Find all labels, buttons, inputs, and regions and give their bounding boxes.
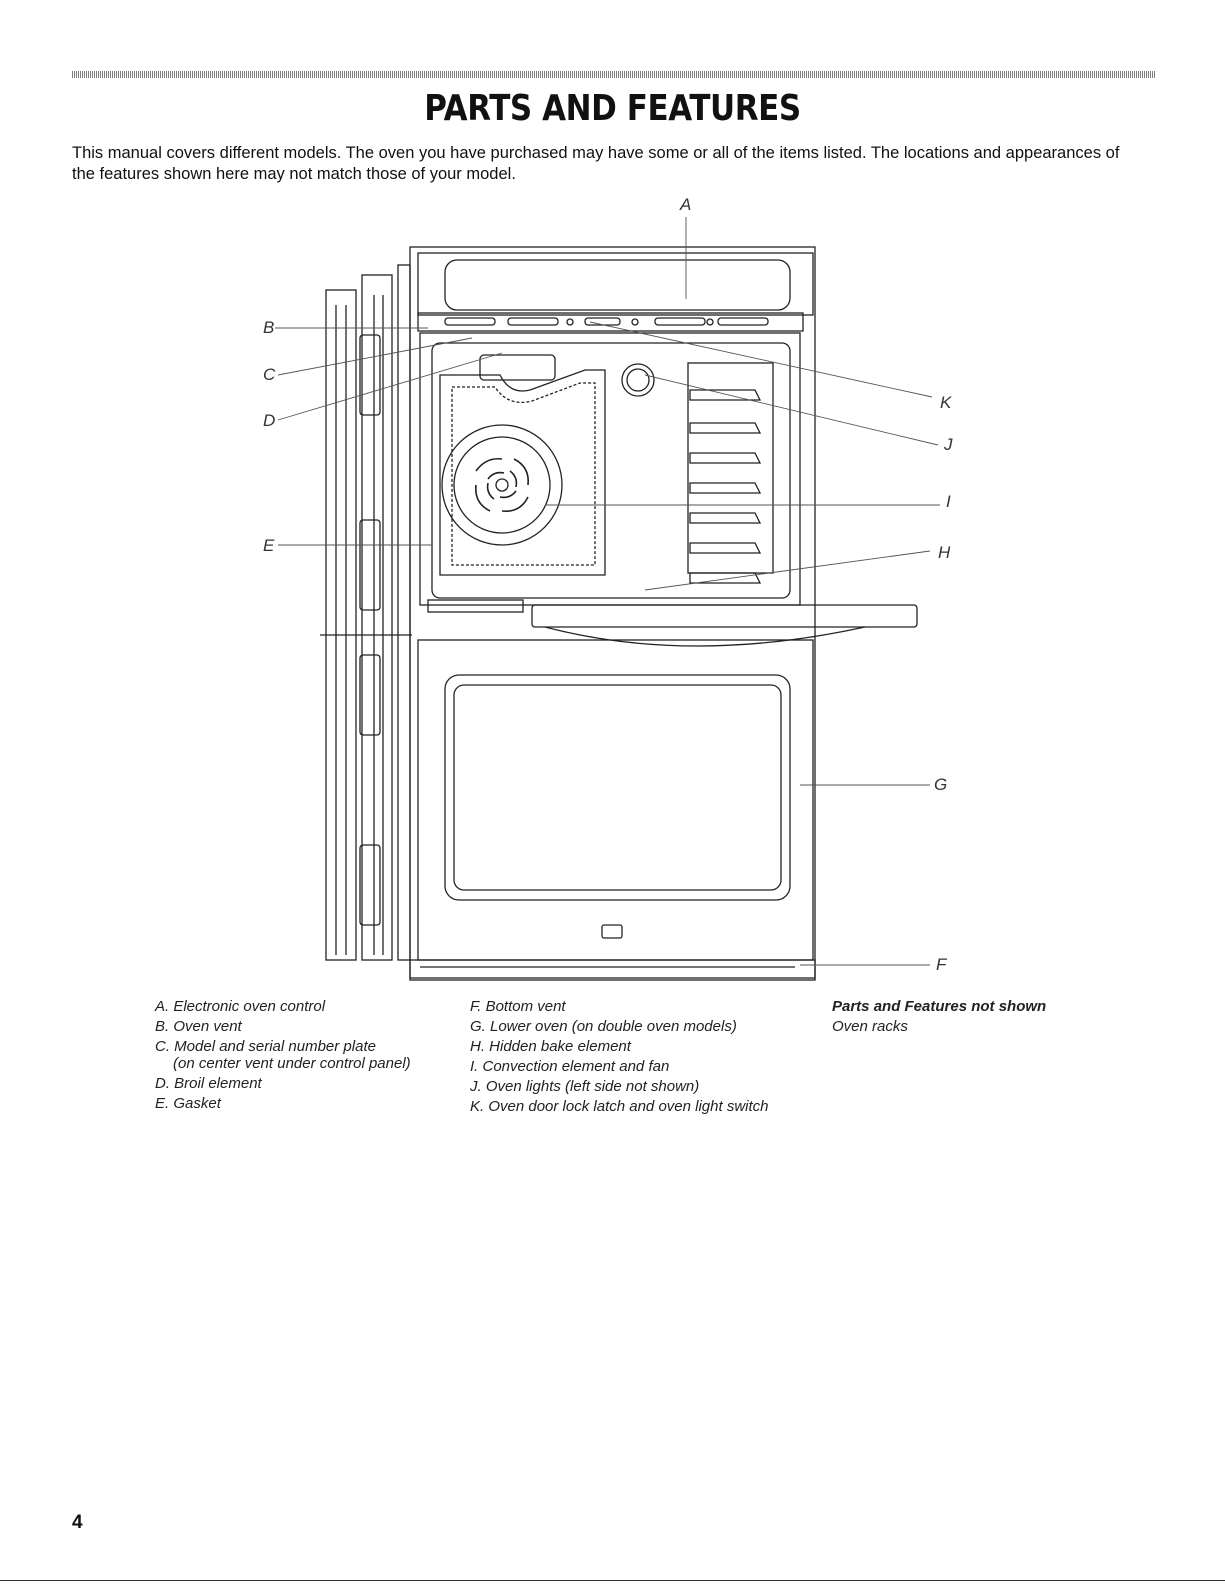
legend-item: A. Electronic oven control (155, 998, 326, 1015)
legend-item: J. Oven lights (left side not shown) (470, 1078, 700, 1095)
legend-col3: Parts and Features not shown Oven racks (832, 997, 1046, 1037)
page-number: 4 (72, 1512, 83, 1533)
legend-item: G. Lower oven (on double oven models) (470, 1018, 737, 1035)
oven-diagram: A B C D E K J I H G F (240, 195, 1000, 995)
legend-heading: Parts and Features not shown (832, 998, 1047, 1015)
legend-item: Oven racks (832, 1018, 908, 1035)
callout-c: C (263, 365, 276, 384)
callout-f: F (936, 955, 947, 974)
legend-item: B. Oven vent (155, 1018, 242, 1035)
legend-item: D. Broil element (155, 1075, 262, 1092)
callout-i: I (946, 492, 951, 511)
callout-h: H (938, 543, 951, 562)
legend-item: E. Gasket (155, 1095, 221, 1112)
oven-illustration (275, 217, 940, 981)
callout-d: D (263, 411, 276, 430)
callout-b: B (263, 318, 275, 337)
legend-item: (on center vent under control panel) (173, 1055, 411, 1072)
page-title: PARTS AND FEATURES (424, 88, 801, 129)
callout-g: G (934, 775, 948, 794)
callout-e: E (263, 536, 275, 555)
legend-col1: A. Electronic oven control B. Oven vent … (155, 997, 411, 1114)
legend-col2: F. Bottom vent G. Lower oven (on double … (470, 997, 769, 1117)
intro-text: This manual covers different models. The… (72, 144, 1120, 183)
callout-j: J (944, 435, 953, 454)
legend-item: I. Convection element and fan (470, 1058, 670, 1075)
legend-item: F. Bottom vent (470, 998, 566, 1015)
top-rule (72, 71, 1155, 78)
callout-k: K (940, 393, 952, 412)
legend-item: C. Model and serial number plate (155, 1038, 376, 1055)
callout-a: A (680, 195, 692, 214)
bottom-rule (0, 1580, 1225, 1581)
legend-item: K. Oven door lock latch and oven light s… (470, 1098, 769, 1115)
legend-item: H. Hidden bake element (470, 1038, 631, 1055)
